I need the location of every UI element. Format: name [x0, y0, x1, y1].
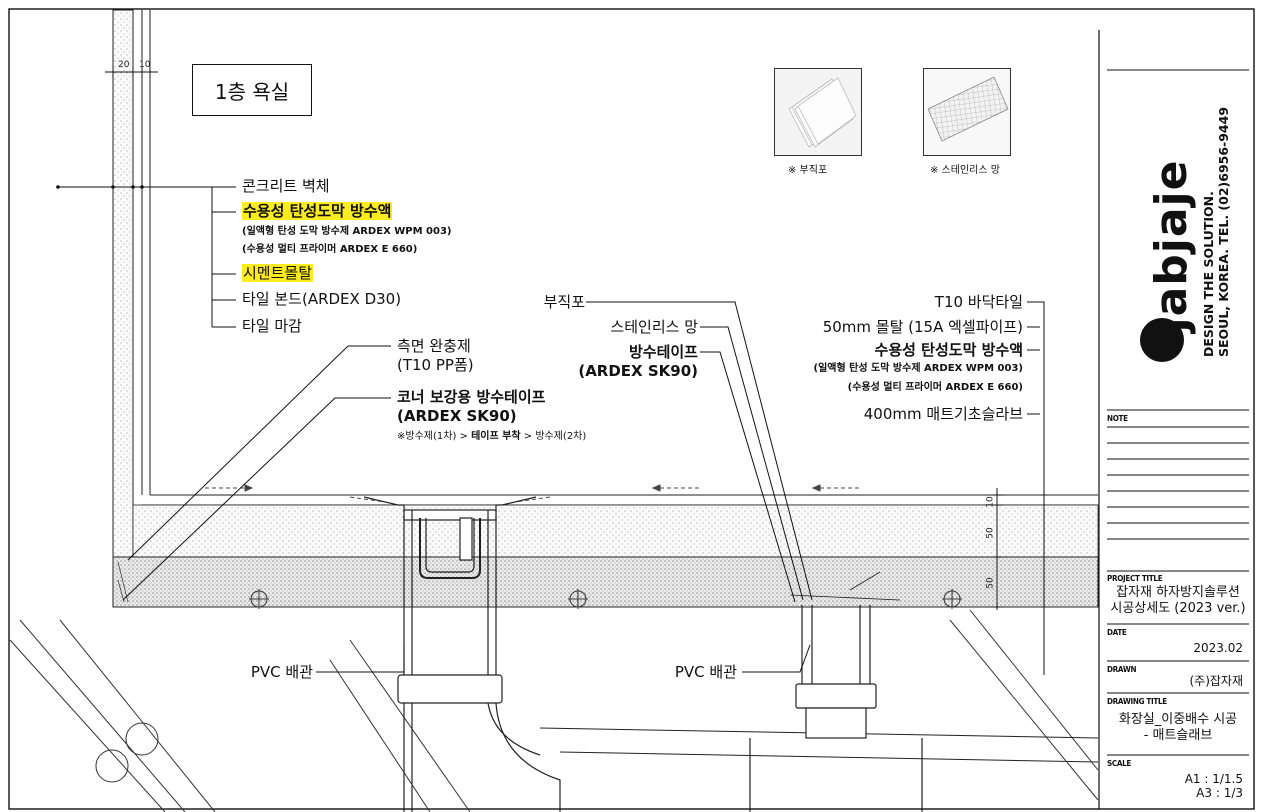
label-waterproof-wall: 수용성 탄성도막 방수액 [242, 202, 393, 220]
project-title-line-1: 잡자재 하자방지솔루션 [1116, 585, 1240, 600]
label-cushion-sub: (T10 PP폼) [397, 356, 474, 374]
note-label: NOTE [1107, 414, 1128, 423]
dim-floor-c: 50 [985, 577, 996, 589]
label-floor-mortar: 50mm 몰탈 (15A 엑셀파이프) [822, 318, 1023, 336]
slab-layer [112, 556, 1099, 608]
label-cement-mortar-text: 시멘트몰탈 [242, 264, 314, 282]
dim-wall-b: 10 [139, 60, 151, 70]
project-title-label: PROJECT TITLE [1107, 574, 1163, 583]
label-tape: 방수테이프 [628, 343, 698, 361]
label-concrete-wall: 콘크리트 벽체 [242, 177, 330, 195]
label-pvc-right: PVC 배관 [674, 663, 737, 681]
project-title-line-2: 시공상세도 (2023 ver.) [1110, 601, 1246, 617]
stainless-mesh-photo [923, 68, 1011, 156]
label-waterproof-wall-sub2: (수용성 멀티 프라이머 ARDEX E 660) [242, 244, 418, 255]
drawing-title-line-2: - 매트슬래브 [1143, 728, 1213, 744]
drawn-value: (주)잡자재 [1189, 674, 1243, 688]
drawing-title-line-1: 화장실_이중배수 시공 [1118, 712, 1238, 727]
label-corner-tape: 코너 보강용 방수테이프 [397, 388, 546, 406]
nonwoven-fabric-photo [774, 68, 862, 156]
slogan-line-1: DESIGN THE SOLUTION. [1201, 191, 1216, 357]
date-value: 2023.02 [1193, 641, 1243, 655]
dim-floor-a: 10 [985, 496, 996, 508]
label-mesh: 스테인리스 망 [610, 318, 698, 336]
scale-value: A1 : 1/1.5 A3 : 1/3 [1185, 772, 1243, 801]
drawing-title: 화장실_이중배수 시공 - 매트슬래브 [1107, 712, 1249, 745]
label-apply-order-bold: 테이프 부착 [471, 431, 521, 442]
label-tape-sub: (ARDEX SK90) [578, 362, 698, 380]
label-floor-waterproof-sub1: (일액형 탄성 도막 방수제 ARDEX WPM 003) [813, 363, 1024, 374]
scale-label: SCALE [1107, 759, 1132, 768]
dim-floor-b: 50 [985, 527, 996, 539]
label-waterproof-wall-text: 수용성 탄성도막 방수액 [242, 202, 393, 220]
label-apply-order: ※방수제(1차) > 테이프 부착 > 방수제(2차) [397, 432, 586, 442]
room-title: 1층 욕실 [192, 64, 312, 116]
label-fabric: 부직포 [543, 293, 585, 311]
label-apply-order-suffix: > 방수제(2차) [520, 431, 587, 442]
label-slab: 400mm 매트기초슬라브 [863, 405, 1023, 423]
label-cement-mortar: 시멘트몰탈 [242, 264, 314, 282]
photo-caption-mesh: ※ 스테인리스 망 [930, 165, 1000, 176]
label-tile-bond: 타일 본드(ARDEX D30) [242, 290, 402, 308]
date-label: DATE [1107, 628, 1127, 637]
mortar-layer [132, 504, 1099, 558]
label-tile-finish: 타일 마감 [242, 317, 302, 335]
label-floor-waterproof-sub2: (수용성 멀티 프라이머 ARDEX E 660) [847, 382, 1023, 393]
label-floor-waterproof: 수용성 탄성도막 방수액 [874, 341, 1023, 359]
scale-line-2: A3 : 1/3 [1196, 786, 1243, 801]
label-waterproof-wall-sub1: (일액형 탄성 도막 방수제 ARDEX WPM 003) [242, 226, 452, 237]
slogan-line-2: SEOUL, KOREA. TEL. (02)6956-9449 [1216, 106, 1231, 357]
label-cushion: 측면 완충제 [397, 337, 471, 355]
label-floor-tile: T10 바닥타일 [934, 293, 1023, 311]
scale-line-1: A1 : 1/1.5 [1184, 772, 1243, 786]
label-apply-order-prefix: ※방수제(1차) > [397, 431, 472, 442]
drawn-label: DRAWN [1107, 665, 1137, 674]
concrete-wall [112, 9, 134, 558]
photo-caption-fabric: ※ 부직포 [788, 165, 828, 176]
drawing-title-label: DRAWING TITLE [1107, 697, 1167, 706]
brand-slogan: DESIGN THE SOLUTION. SEOUL, KOREA. TEL. … [1168, 94, 1263, 357]
label-pvc-left: PVC 배관 [250, 663, 313, 681]
project-title: 잡자재 하자방지솔루션 시공상세도 (2023 ver.) [1107, 585, 1249, 618]
brand-logo-mark [1140, 318, 1184, 362]
dim-wall-a: 20 [118, 60, 130, 70]
label-corner-tape-sub: (ARDEX SK90) [397, 407, 517, 425]
